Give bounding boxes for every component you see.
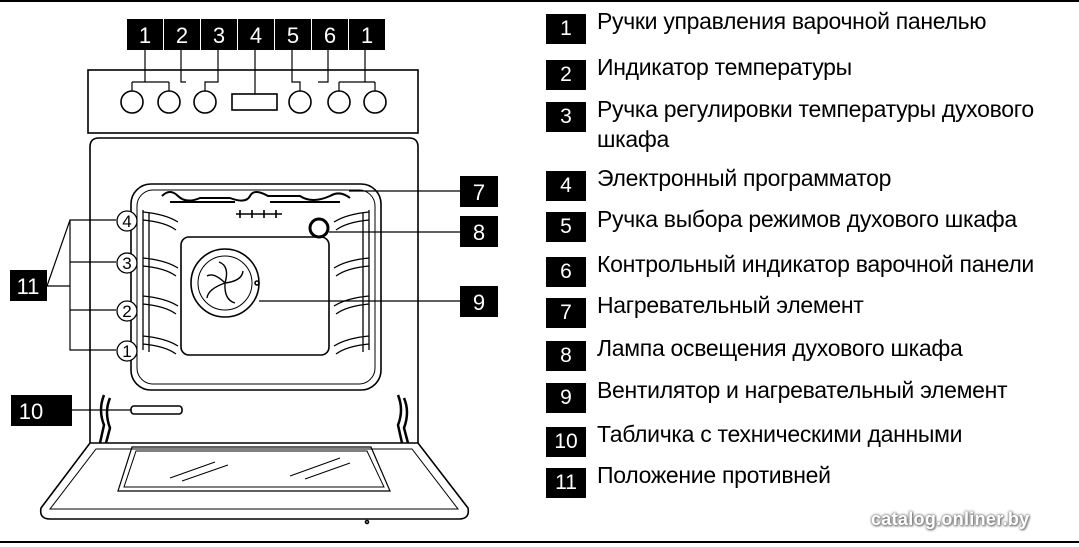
legend-number: 6 [546, 257, 586, 287]
legend-label: Ручка выбора режимов духового шкафа [597, 206, 1017, 232]
legend-item: 3 Ручка регулировки температуры духового… [546, 94, 1067, 154]
shelf-position-markers: 4 3 2 1 [116, 210, 138, 362]
oven-diagram: 4 3 2 1 1 2 3 4 5 6 1 7 8 9 10 11 [10, 19, 498, 525]
oven-door [39, 442, 470, 520]
shelf-position-4: 4 [122, 212, 131, 231]
callout-11: 11 [17, 274, 40, 299]
oven-body [89, 137, 419, 443]
oven-lamp [308, 217, 330, 239]
legend-number: 8 [546, 341, 586, 371]
callout-1a: 1 [139, 23, 151, 48]
legend-item: 5 Ручка выбора режимов духового шкафа [546, 204, 1067, 242]
legend-number: 3 [546, 102, 586, 132]
shelf-rails-right [333, 210, 370, 355]
legend-item: 4 Электронный программатор [546, 163, 1067, 201]
oven-cavity [130, 183, 382, 391]
callout-3: 3 [213, 23, 225, 48]
callout-7: 7 [473, 180, 485, 205]
side-callouts: 7 8 9 10 11 [10, 176, 498, 426]
callout-9: 9 [473, 290, 485, 315]
legend-item: 1 Ручки управления варочной панелью [546, 6, 1067, 44]
legend-number: 4 [546, 171, 586, 201]
legend-number: 5 [546, 212, 586, 242]
legend-label: Положение противней [597, 462, 831, 488]
legend-label: Нагревательный элемент [597, 292, 864, 318]
heating-element [161, 191, 351, 203]
door-hinge-left [98, 394, 112, 444]
legend-item: 9 Вентилятор и нагревательный элемент [546, 375, 1067, 413]
shelf-position-2: 2 [122, 302, 131, 321]
legend-item: 11 Положение противней [546, 460, 1067, 498]
hob-knob-1 [120, 90, 144, 114]
callout-5: 5 [287, 23, 299, 48]
legend-label: Лампа освещения духового шкафа [597, 335, 963, 361]
electronic-programmer [231, 93, 278, 111]
top-callouts: 1 2 3 4 5 6 1 [127, 19, 385, 50]
legend-number: 7 [546, 298, 586, 328]
door-glass [117, 446, 391, 492]
rating-plate [130, 405, 183, 415]
shelf-position-3: 3 [122, 254, 131, 273]
legend-item: 6 Контрольный индикатор варочной панели [546, 249, 1067, 287]
callout-10: 10 [19, 399, 43, 424]
legend-label: Электронный программатор [597, 165, 892, 191]
shelf-rails-left [142, 210, 179, 355]
legend-item: 8 Лампа освещения духового шкафа [546, 333, 1067, 371]
hob-knob-4 [363, 90, 387, 114]
legend-number: 2 [546, 60, 586, 90]
top-border [0, 0, 1079, 2]
mode-knob [288, 90, 312, 114]
legend-label: Индикатор температуры [597, 54, 852, 80]
callout-1b: 1 [361, 23, 373, 48]
legend-label: Ручка регулировки температуры духового ш… [597, 96, 1034, 152]
legend-number: 1 [546, 14, 586, 44]
bottom-border [0, 541, 1079, 543]
legend-label: Табличка с техническими данными [597, 421, 963, 447]
watermark: catalog.onliner.by [871, 509, 1030, 529]
legend-label: Контрольный индикатор варочной панели [597, 251, 1034, 277]
callout-4: 4 [250, 23, 262, 48]
legend-label: Вентилятор и нагревательный элемент [597, 377, 1008, 403]
legend-item: 2 Индикатор температуры [546, 52, 1067, 90]
hob-knob-2 [157, 90, 181, 114]
door-hinge-right [396, 394, 410, 444]
callout-8: 8 [473, 220, 485, 245]
legend-number: 11 [546, 468, 586, 498]
back-panel [180, 236, 330, 356]
callout-2: 2 [176, 23, 188, 48]
callout-6: 6 [324, 23, 336, 48]
legend-item: 10 Табличка с техническими данными [546, 419, 1067, 457]
shelf-position-1: 1 [122, 342, 131, 361]
legend-label: Ручки управления варочной панелью [597, 8, 987, 34]
legend-item: 7 Нагревательный элемент [546, 290, 1067, 328]
temperature-knob [193, 90, 217, 114]
legend-number: 9 [546, 383, 586, 413]
control-panel [87, 69, 419, 134]
legend-number: 10 [546, 427, 586, 457]
hob-knob-3 [327, 90, 351, 114]
